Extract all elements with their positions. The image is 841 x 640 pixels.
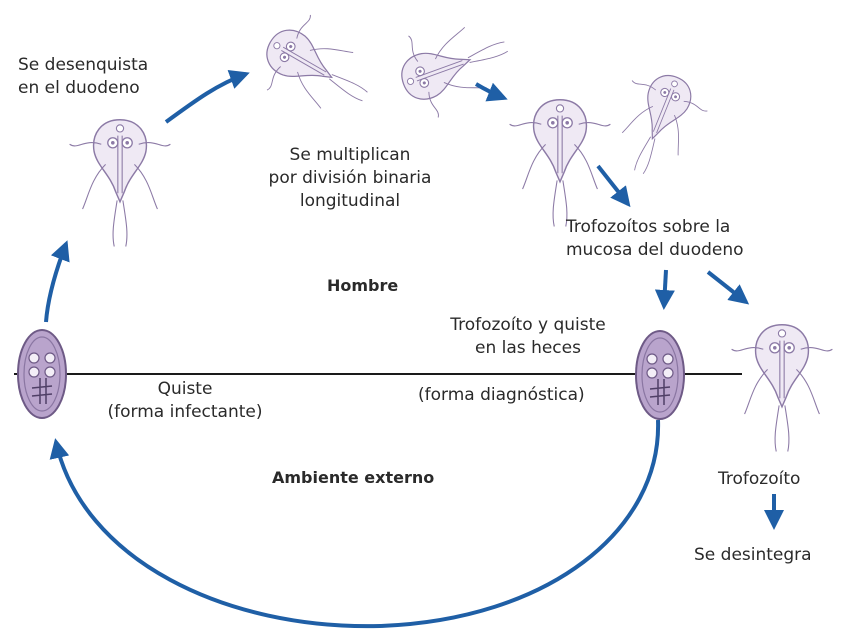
arrow-cyst-to-excyst xyxy=(44,240,70,323)
label-binary-fission: Se multiplican por división binaria long… xyxy=(268,145,432,211)
label-cyst-infective: Quiste (forma infectante) xyxy=(107,379,263,422)
label-trophozoites-mucosa: Trofozoítos sobre la mucosa del duodeno xyxy=(566,217,744,260)
label-excysts: Se desenquista en el duodeno xyxy=(18,55,149,98)
arrow-divide-to-mucosa xyxy=(474,82,508,102)
cyst-infective-illustration xyxy=(17,329,67,419)
dividing-trophozoite-right-illustration xyxy=(388,5,522,126)
arrow-mucosa-down xyxy=(596,164,631,208)
arrow-mucosa-to-free-trophozoite xyxy=(706,270,750,305)
mucosa-trophozoite-side-illustration xyxy=(600,61,716,188)
label-diagnostic-form: (forma diagnóstica) xyxy=(418,385,585,405)
mucosa-trophozoite-illustration xyxy=(508,99,612,228)
label-external-environment: Ambiente externo xyxy=(272,468,435,487)
dividing-trophozoite-left-illustration xyxy=(248,3,388,135)
arrow-excyst-to-divide xyxy=(164,69,250,124)
label-trophozoite: Trofozoíto xyxy=(718,469,801,489)
label-host: Hombre xyxy=(327,276,399,295)
free-trophozoite-illustration xyxy=(730,324,834,453)
arrow-environment-cycle xyxy=(49,419,661,629)
excysting-trophozoite-illustration xyxy=(68,119,172,248)
label-disintegrates: Se desintegra xyxy=(694,545,812,565)
label-trophozoite-cyst-feces: Trofozoíto y quiste en las heces xyxy=(450,315,606,358)
arrow-mucosa-to-feces xyxy=(654,269,675,310)
